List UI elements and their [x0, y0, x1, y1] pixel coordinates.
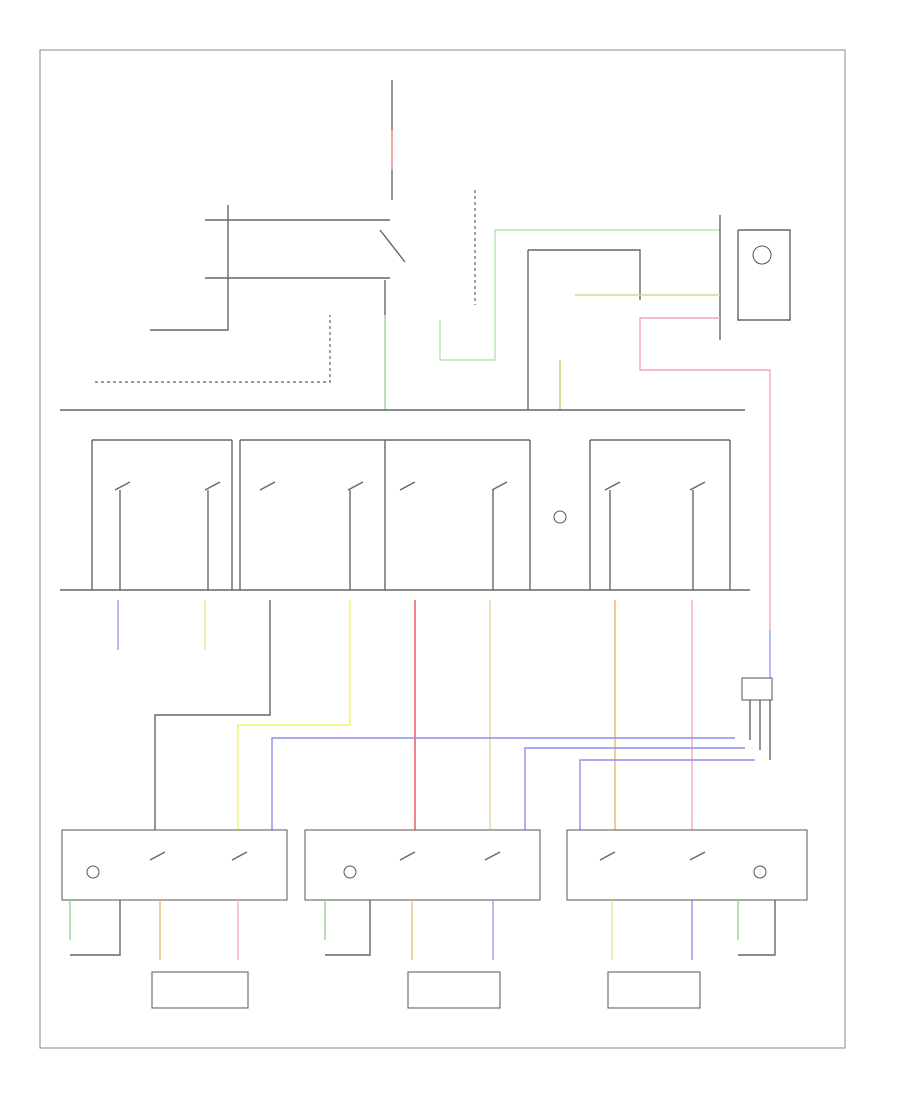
lamp-icon-3 — [753, 865, 767, 879]
wire-mid-h — [528, 249, 641, 300]
wire-yellow-2 — [237, 600, 351, 830]
wire-gray-1 — [154, 600, 271, 830]
switch-block-group — [91, 439, 731, 590]
center-indicator — [553, 510, 567, 524]
lamp-icon-1 — [86, 865, 100, 879]
wire-blue-harness-2 — [524, 747, 745, 830]
junction-connector — [741, 677, 773, 701]
motor-3 — [607, 971, 701, 1009]
lamp-icon-2 — [343, 865, 357, 879]
wire-junction-drop — [749, 700, 771, 760]
module-group — [61, 829, 808, 901]
module-2 — [304, 829, 541, 901]
dashed-relay-left — [95, 315, 331, 383]
diagram-frame — [39, 49, 846, 1049]
wire-relay-right-box — [719, 215, 791, 340]
module-3 — [566, 829, 808, 901]
wire-blue-harness-1 — [271, 737, 735, 830]
wire-relay-left-v — [150, 205, 229, 331]
wire-green-right — [439, 229, 720, 361]
wire-pink-right — [639, 317, 771, 630]
wire-relay-switch — [379, 229, 406, 263]
motor-2 — [407, 971, 501, 1009]
relay-coil — [752, 245, 772, 265]
wire-lower-gray — [70, 900, 776, 956]
motor-1 — [151, 971, 249, 1009]
wire-blue-harness-3 — [579, 759, 755, 830]
module-1 — [61, 829, 288, 901]
